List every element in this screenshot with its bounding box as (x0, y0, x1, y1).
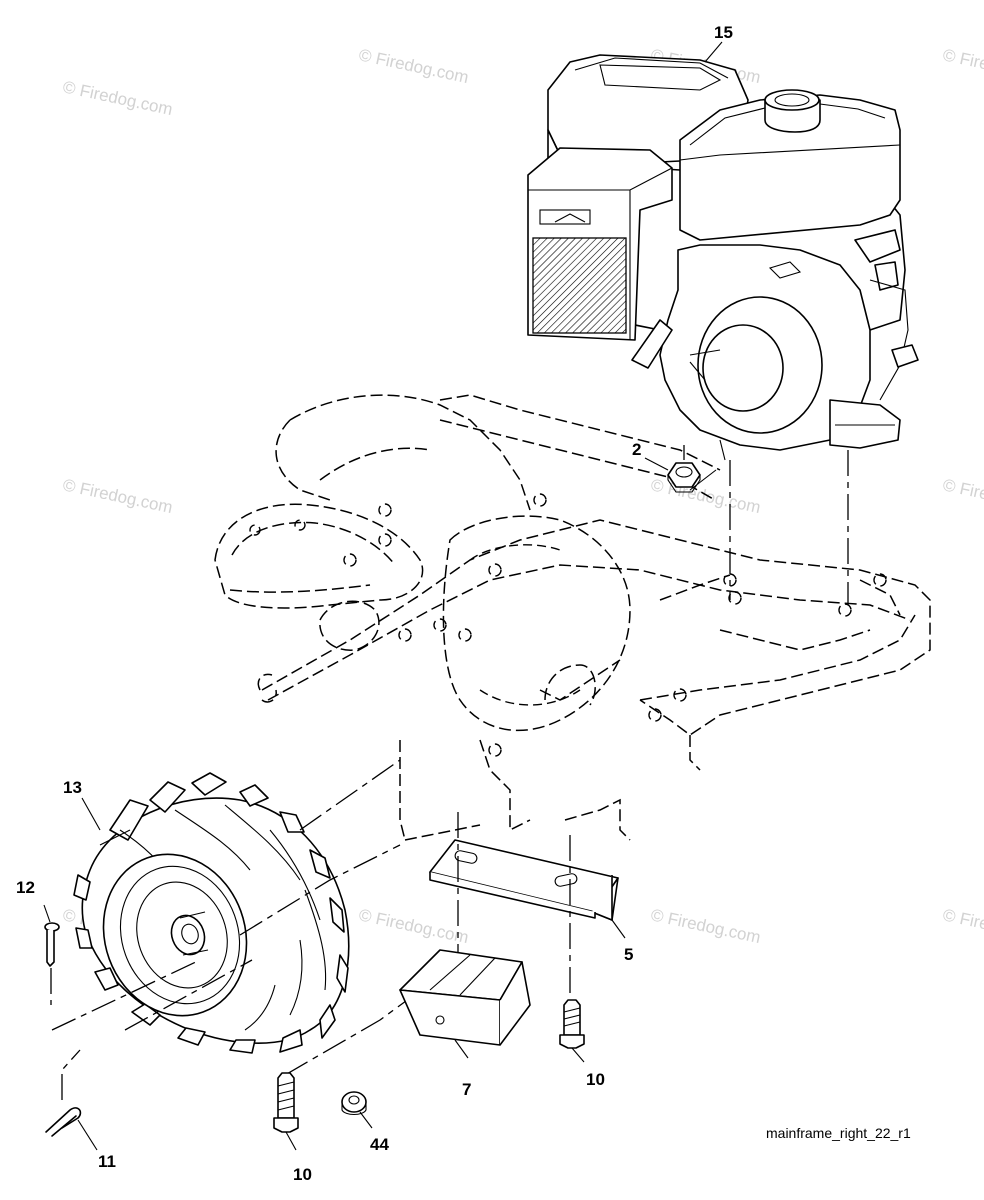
wheel-axle-leaders (51, 759, 456, 1076)
callout-7: 7 (462, 1080, 471, 1099)
watermark: © Firedog.com (941, 475, 984, 517)
clevis-pin (43, 904, 60, 1005)
watermark: © Firedog.com (357, 905, 470, 947)
engine (527, 54, 919, 461)
callout-13: 13 (63, 778, 82, 797)
callout-12: 12 (16, 878, 35, 897)
callout-10-left: 10 (293, 1165, 312, 1184)
callout-labels: 15 2 13 12 5 10 7 44 10 11 (16, 23, 733, 1184)
guard-block (399, 949, 531, 1059)
engine-mount-leaders (683, 445, 849, 605)
callout-11: 11 (98, 1152, 116, 1171)
watermark: © Firedog.com (61, 475, 174, 517)
hairpin-clip (45, 1049, 98, 1151)
watermark: © Firedog.com (649, 475, 762, 517)
watermark: © Firedog.com (61, 77, 174, 119)
callout-44: 44 (370, 1135, 389, 1154)
mainframe-phantom-outline (214, 394, 931, 841)
hex-nut (667, 462, 717, 493)
watermark: © Firedog.com (941, 905, 984, 947)
wheel-tire (73, 772, 350, 1054)
callout-5: 5 (624, 945, 633, 964)
drawing-caption: mainframe_right_22_r1 (766, 1125, 911, 1141)
hex-bolt-right (559, 999, 585, 1063)
mounting-bracket (429, 812, 626, 998)
watermark: © Firedog.com (941, 45, 984, 87)
callout-15: 15 (714, 23, 733, 42)
watermark: © Firedog.com (649, 905, 762, 947)
callout-10-right: 10 (586, 1070, 605, 1089)
watermark: © Firedog.com (357, 45, 470, 87)
callout-2: 2 (632, 440, 641, 459)
hex-bolt-left (273, 1072, 299, 1151)
flange-nut (341, 1091, 373, 1129)
